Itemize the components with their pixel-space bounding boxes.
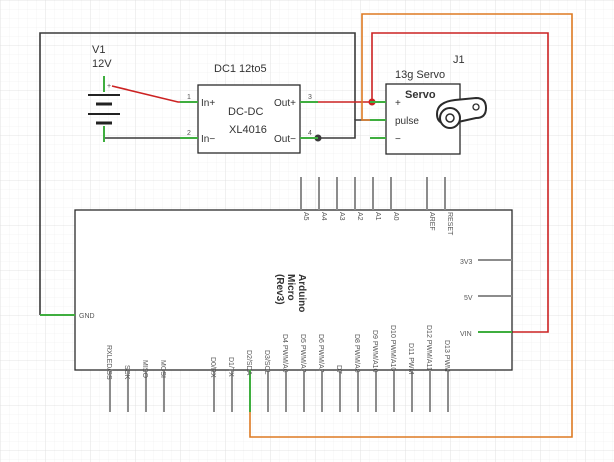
pin-label-d6: D6 PWM/A7 xyxy=(317,334,324,373)
pin-label-d5: D5 PWM/A7 xyxy=(299,334,306,373)
battery-v1[interactable]: V1 12V + xyxy=(88,44,120,142)
servo-j1[interactable]: J1 13g Servo Servo + pulse − xyxy=(370,54,488,155)
dcdc-pin-out-minus: Out− xyxy=(274,134,296,145)
wire-gnd-main[interactable] xyxy=(39,32,356,315)
arduino-title-line3: (Rev3) xyxy=(274,274,285,305)
dcdc-pin3-num: 3 xyxy=(308,94,312,101)
servo-pin-minus: − xyxy=(395,134,401,145)
pin-label-d0: D0/RX xyxy=(209,357,216,378)
pin-label-sck: SCK xyxy=(123,365,130,380)
dcdc-pin4-num: 4 xyxy=(308,130,312,137)
pin-label-d2: D2/SDA xyxy=(245,350,252,376)
arduino-bottom-pins: RXLED/SS SCK MISO MOSI D0/RX D1/TX D2/SD… xyxy=(105,325,450,412)
dcdc-part: XL4016 xyxy=(229,124,267,136)
arduino-micro[interactable]: Arduino Micro (Rev3) A5 A4 A3 A2 A1 A0 A… xyxy=(40,177,513,412)
pin-label-vin: VIN xyxy=(460,331,472,338)
pin-label-d8: D8 PWM/A8 xyxy=(353,334,360,373)
dcdc-pin-out-plus: Out+ xyxy=(274,98,296,109)
pin-label-a4: A4 xyxy=(320,212,327,221)
arduino-top-pins: A5 A4 A3 A2 A1 A0 AREF RESET xyxy=(300,177,453,236)
pin-label-rxled: RXLED/SS xyxy=(105,345,112,380)
pin-label-d1: D1/TX xyxy=(227,357,234,377)
arduino-left-pins: GND xyxy=(40,313,95,320)
pin-label-aref: AREF xyxy=(428,212,435,231)
dcdc-pin2-num: 2 xyxy=(187,130,191,137)
pin-label-d13: D13 PWM xyxy=(443,340,450,372)
dcdc-name: DC-DC xyxy=(228,106,263,118)
pin-label-a1: A1 xyxy=(374,212,381,221)
servo-name: Servo xyxy=(405,89,436,101)
pin-label-d12: D12 PWM/A11 xyxy=(425,325,432,371)
battery-value: 12V xyxy=(92,58,112,70)
dcdc-pin1-num: 1 xyxy=(187,94,191,101)
dcdc-ref: DC1 12to5 xyxy=(214,63,267,75)
battery-plus-sign: + xyxy=(107,83,111,90)
dcdc-converter[interactable]: DC1 12to5 DC-DC XL4016 In+ In− Out+ Out−… xyxy=(180,63,318,154)
dcdc-body xyxy=(197,84,301,154)
pin-label-d7: D7 xyxy=(335,365,342,374)
servo-horn-icon xyxy=(435,96,488,129)
pin-label-d3: D3/SCL xyxy=(263,350,270,375)
battery-ref: V1 xyxy=(92,44,105,56)
arduino-right-pins: 3V3 5V VIN xyxy=(460,259,512,338)
dcdc-pin-in-minus: In− xyxy=(201,134,215,145)
arduino-body xyxy=(74,209,513,371)
pin-label-d4: D4 PWM/A6 xyxy=(281,334,288,373)
pin-label-miso: MISO xyxy=(141,360,148,378)
pin-label-a3: A3 xyxy=(338,212,345,221)
pin-label-d10: D10 PWM/A10 xyxy=(389,325,396,371)
arduino-title-line2: Micro xyxy=(285,274,296,301)
arduino-title: Arduino Micro (Rev3) xyxy=(274,274,307,312)
pin-label-a2: A2 xyxy=(356,212,363,221)
arduino-title-line1: Arduino xyxy=(296,274,307,312)
pin-label-d11: D11 PWM xyxy=(407,343,414,375)
servo-pin-plus: + xyxy=(395,98,401,109)
dcdc-pin-in-plus: In+ xyxy=(201,98,215,109)
pin-label-mosi: MOSI xyxy=(159,360,166,378)
servo-pin-pulse: pulse xyxy=(395,116,419,127)
pin-label-d9: D9 PWM/A10 xyxy=(371,330,378,373)
pin-label-3v3: 3V3 xyxy=(460,259,473,266)
wire-5v-vin[interactable] xyxy=(371,32,549,333)
wire-pulse[interactable] xyxy=(249,13,573,438)
pin-label-a0: A0 xyxy=(392,212,399,221)
servo-title: 13g Servo xyxy=(395,69,445,81)
pin-label-gnd: GND xyxy=(79,313,95,320)
pin-label-a5: A5 xyxy=(302,212,309,221)
pin-label-reset: RESET xyxy=(446,212,453,236)
servo-ref: J1 xyxy=(453,54,465,66)
pin-label-5v: 5V xyxy=(464,295,473,302)
